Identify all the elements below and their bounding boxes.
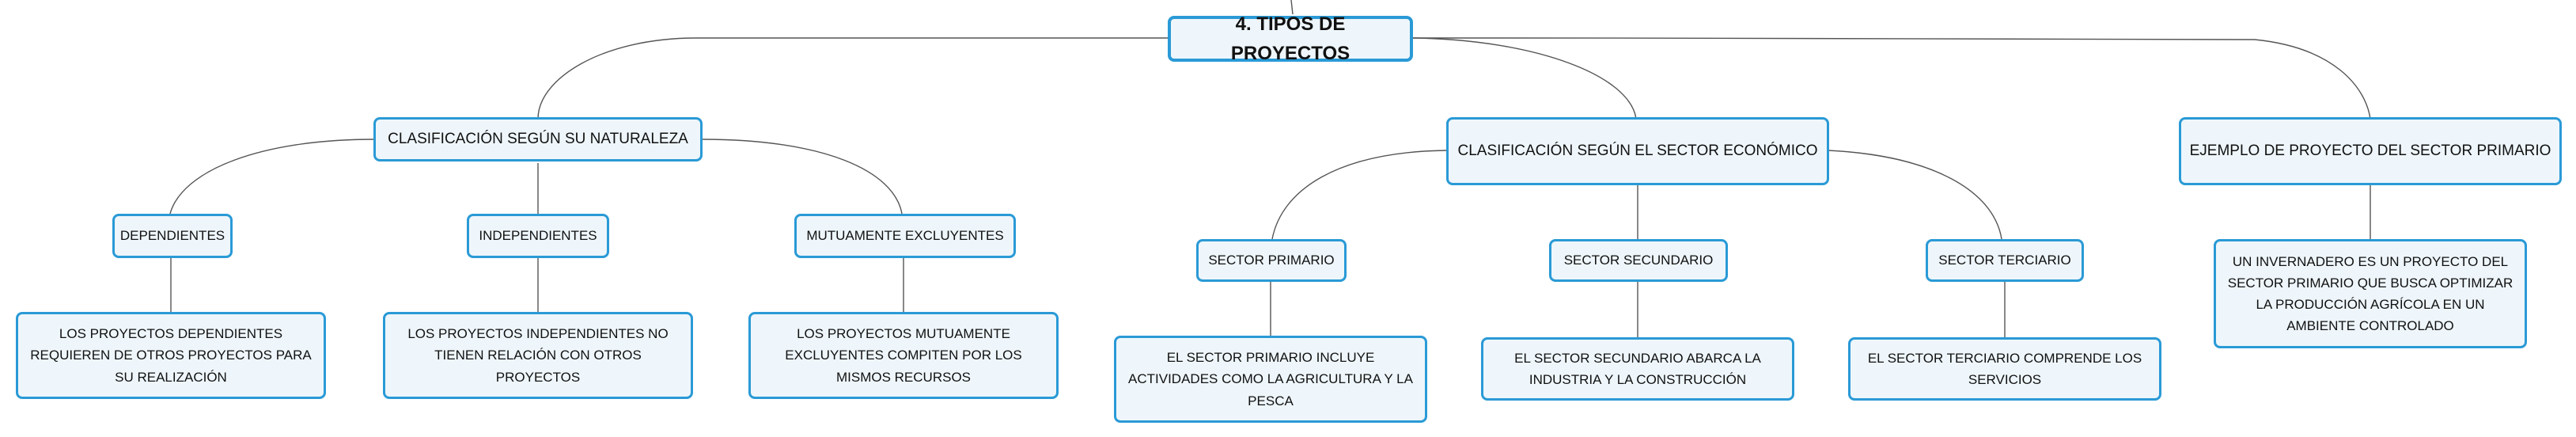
node-primario-label: SECTOR PRIMARIO [1208,252,1335,268]
connector-naturaleza-dependientes [169,139,374,215]
connector-root-incoming [1290,0,1294,15]
detail-sector-secundario[interactable]: EL SECTOR SECUNDARIO ABARCA LA INDUSTRIA… [1481,337,1794,401]
detail-ejemplo-text: UN INVERNADERO ES UN PROYECTO DEL SECTOR… [2227,253,2513,334]
detail-secundario-text: EL SECTOR SECUNDARIO ABARCA LA INDUSTRIA… [1514,350,1761,387]
detail-terciario-text: EL SECTOR TERCIARIO COMPRENDE LOS SERVIC… [1867,350,2142,387]
branch-naturaleza-label: CLASIFICACIÓN SEGÚN SU NATURALEZA [388,131,688,148]
detail-primario-text: EL SECTOR PRIMARIO INCLUYE ACTIVIDADES C… [1128,350,1413,408]
connector-root-ejemplo [1412,37,2371,120]
detail-dependientes[interactable]: LOS PROYECTOS DEPENDIENTES REQUIEREN DE … [16,312,326,399]
node-excluyentes[interactable]: MUTUAMENTE EXCLUYENTES [794,214,1016,258]
connector-naturaleza-excluyentes [702,139,903,215]
branch-ejemplo[interactable]: EJEMPLO DE PROYECTO DEL SECTOR PRIMARIO [2179,117,2562,185]
node-sector-terciario[interactable]: SECTOR TERCIARIO [1926,239,2084,282]
node-independientes-label: INDEPENDIENTES [479,227,597,243]
node-terciario-label: SECTOR TERCIARIO [1938,252,2071,268]
detail-independientes[interactable]: LOS PROYECTOS INDEPENDIENTES NO TIENEN R… [383,312,693,399]
node-independientes[interactable]: INDEPENDIENTES [467,214,609,258]
detail-sector-primario[interactable]: EL SECTOR PRIMARIO INCLUYE ACTIVIDADES C… [1114,336,1427,423]
node-dependientes[interactable]: DEPENDIENTES [112,214,233,258]
detail-dependientes-text: LOS PROYECTOS DEPENDIENTES REQUIEREN DE … [30,326,312,385]
connector-sector-terciario [1827,150,2002,240]
branch-sector-economico[interactable]: CLASIFICACIÓN SEGÚN EL SECTOR ECONÓMICO [1446,117,1829,185]
node-sector-secundario[interactable]: SECTOR SECUNDARIO [1549,239,1728,282]
detail-ejemplo[interactable]: UN INVERNADERO ES UN PROYECTO DEL SECTOR… [2214,239,2527,348]
node-dependientes-label: DEPENDIENTES [119,227,225,243]
root-node[interactable]: 4. TIPOS DE PROYECTOS [1168,13,1413,64]
connector-root-sector [1412,37,1637,120]
detail-independientes-text: LOS PROYECTOS INDEPENDIENTES NO TIENEN R… [407,326,669,385]
node-sector-primario[interactable]: SECTOR PRIMARIO [1196,239,1347,282]
connector-root-naturaleza [537,37,1168,120]
branch-ejemplo-label: EJEMPLO DE PROYECTO DEL SECTOR PRIMARIO [2189,142,2551,160]
node-excluyentes-label: MUTUAMENTE EXCLUYENTES [806,227,1004,243]
connector-sector-primario [1271,150,1447,240]
branch-sector-label: CLASIFICACIÓN SEGÚN EL SECTOR ECONÓMICO [1457,142,1818,160]
branch-naturaleza[interactable]: CLASIFICACIÓN SEGÚN SU NATURALEZA [373,117,703,162]
node-secundario-label: SECTOR SECUNDARIO [1563,252,1714,268]
root-label: 4. TIPOS DE PROYECTOS [1230,13,1351,64]
detail-excluyentes[interactable]: LOS PROYECTOS MUTUAMENTE EXCLUYENTES COM… [748,312,1059,399]
detail-sector-terciario[interactable]: EL SECTOR TERCIARIO COMPRENDE LOS SERVIC… [1848,337,2161,401]
detail-excluyentes-text: LOS PROYECTOS MUTUAMENTE EXCLUYENTES COM… [785,326,1022,385]
